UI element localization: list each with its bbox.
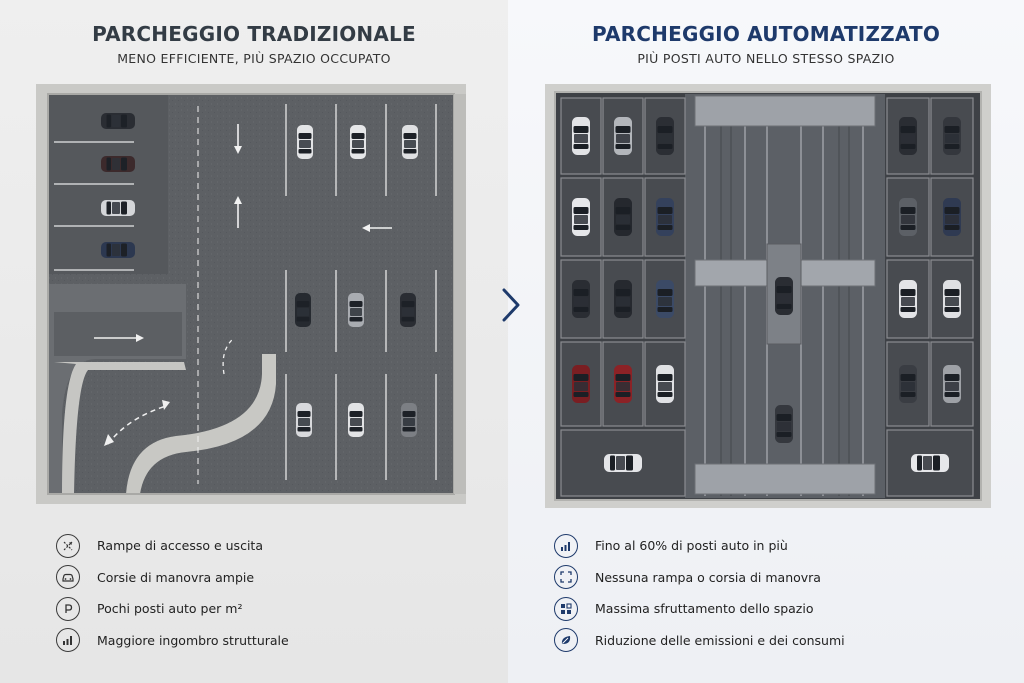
chevron-right-icon	[502, 288, 520, 322]
traditional-title: PARCHEGGIO TRADIZIONALE	[92, 22, 416, 46]
grid-blocks-icon	[554, 596, 578, 621]
feature-label: Riduzione delle emissioni e dei consumi	[595, 632, 845, 648]
bar-chart-icon	[56, 628, 80, 653]
feature-item: Fino al 60% di posti auto in più	[554, 530, 845, 562]
expand-frame-icon	[554, 565, 578, 590]
feature-label: Corsie di manovra ampie	[97, 569, 255, 585]
automated-features-list: Fino al 60% di posti auto in più Nessuna…	[554, 530, 845, 656]
traditional-subtitle: MENO EFFICIENTE, PIÙ SPAZIO OCCUPATO	[117, 51, 391, 66]
feature-label: Nessuna rampa o corsia di manovra	[595, 569, 821, 585]
feature-label: Fino al 60% di posti auto in più	[595, 538, 788, 554]
feature-item: Maggiore ingombro strutturale	[56, 625, 289, 657]
automated-parking-panel: PARCHEGGIO AUTOMATIZZATO PIÙ POSTI AUTO …	[508, 0, 1024, 683]
automated-subtitle: PIÙ POSTI AUTO NELLO STESSO SPAZIO	[637, 51, 895, 66]
feature-label: Maggiore ingombro strutturale	[97, 632, 289, 648]
traditional-parking-plan	[36, 84, 466, 504]
parking-p-icon	[56, 596, 80, 621]
feature-item: Pochi posti auto per m²	[56, 593, 289, 625]
car-icon	[56, 565, 80, 590]
automated-title: PARCHEGGIO AUTOMATIZZATO	[591, 22, 941, 46]
bar-chart-icon	[554, 533, 578, 558]
feature-label: Rampe di accesso e uscita	[97, 538, 263, 554]
feature-label: Massima sfruttamento dello spazio	[595, 601, 814, 617]
feature-item: Corsie di manovra ampie	[56, 562, 289, 594]
feature-item: Riduzione delle emissioni e dei consumi	[554, 625, 845, 657]
feature-item: Rampe di accesso e uscita	[56, 530, 289, 562]
traditional-parking-panel: PARCHEGGIO TRADIZIONALE MENO EFFICIENTE,…	[0, 0, 508, 683]
feature-item: Nessuna rampa o corsia di manovra	[554, 562, 845, 594]
feature-label: Pochi posti auto per m²	[97, 601, 243, 617]
traditional-features-list: Rampe di accesso e uscita Corsie di mano…	[56, 530, 289, 656]
leaf-icon	[554, 628, 578, 653]
ramp-arrows-icon	[56, 533, 80, 558]
automated-parking-plan	[545, 84, 991, 508]
feature-item: Massima sfruttamento dello spazio	[554, 593, 845, 625]
